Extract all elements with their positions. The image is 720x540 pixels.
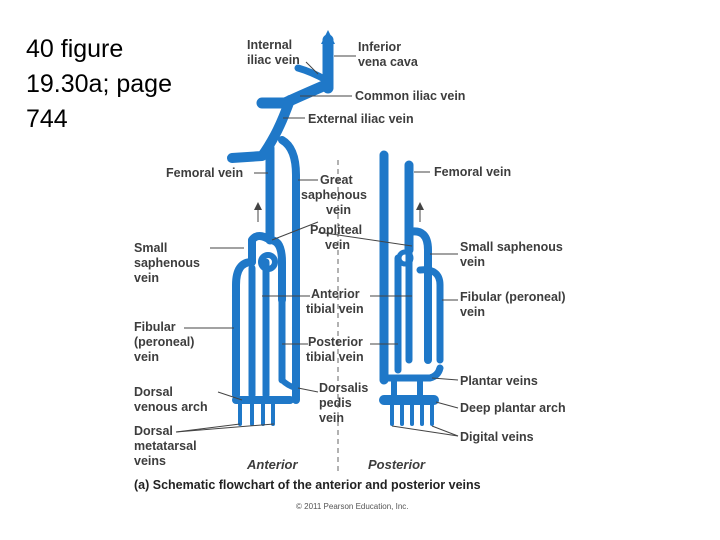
label-line: venous arch <box>134 400 208 414</box>
label-external-iliac: External iliac vein <box>308 112 414 126</box>
label-line: Anterior <box>311 287 360 301</box>
slide-title: 40 figure 19.30a; page 744 <box>26 32 226 137</box>
slide-title-line: 40 figure <box>26 35 124 63</box>
label-line: vein <box>460 255 485 269</box>
label-line: (peroneal) <box>134 335 194 349</box>
label-line: Posterior <box>308 335 363 349</box>
label-line: vein <box>325 238 350 252</box>
label-line: tibial vein <box>306 302 364 316</box>
label-line: Fibular (peroneal) <box>460 290 566 304</box>
slide-title-line: 744 <box>26 105 68 133</box>
label-line: vein <box>319 411 344 425</box>
label-line: saphenous <box>301 188 367 202</box>
label-deep-plantar-arch: Deep plantar arch <box>460 401 566 415</box>
label-common-iliac: Common iliac vein <box>355 89 465 103</box>
label-line: Dorsal <box>134 424 173 438</box>
label-line: Fibular <box>134 320 176 334</box>
label-line: vein <box>460 305 485 319</box>
label-line: Small saphenous <box>460 240 563 254</box>
label-line: saphenous <box>134 256 200 270</box>
label-digital-veins: Digital veins <box>460 430 534 444</box>
label-line: tibial vein <box>306 350 364 364</box>
label-femoral-right: Femoral vein <box>434 165 511 179</box>
label-line: Dorsalis <box>319 381 368 395</box>
label-line: Internal <box>247 38 292 52</box>
label-line: vein <box>134 271 159 285</box>
copyright: © 2011 Pearson Education, Inc. <box>296 502 408 511</box>
label-line: metatarsal <box>134 439 197 453</box>
label-femoral-left: Femoral vein <box>166 166 243 180</box>
label-line: vein <box>134 350 159 364</box>
view-label-anterior: Anterior <box>246 457 299 472</box>
figure-caption: (a) Schematic flowchart of the anterior … <box>134 478 481 492</box>
label-fibular-right: Fibular (peroneal)vein <box>460 290 566 319</box>
label-line: Dorsal <box>134 385 173 399</box>
label-fibular-left: Fibular(peroneal)vein <box>134 320 194 364</box>
view-label-posterior: Posterior <box>368 457 426 472</box>
label-line: iliac vein <box>247 53 300 67</box>
leader-lines <box>175 55 459 437</box>
label-line: Popliteal <box>310 223 362 237</box>
label-line: vein <box>326 203 351 217</box>
slide-title-line: 19.30a; page <box>26 70 172 98</box>
label-line: pedis <box>319 396 352 410</box>
label-line: vena cava <box>358 55 419 69</box>
label-line: Small <box>134 241 167 255</box>
label-line: veins <box>134 454 166 468</box>
label-line: Inferior <box>358 40 401 54</box>
label-line: Great <box>320 173 353 187</box>
label-plantar-veins: Plantar veins <box>460 374 538 388</box>
posterior-vessels <box>379 150 444 426</box>
